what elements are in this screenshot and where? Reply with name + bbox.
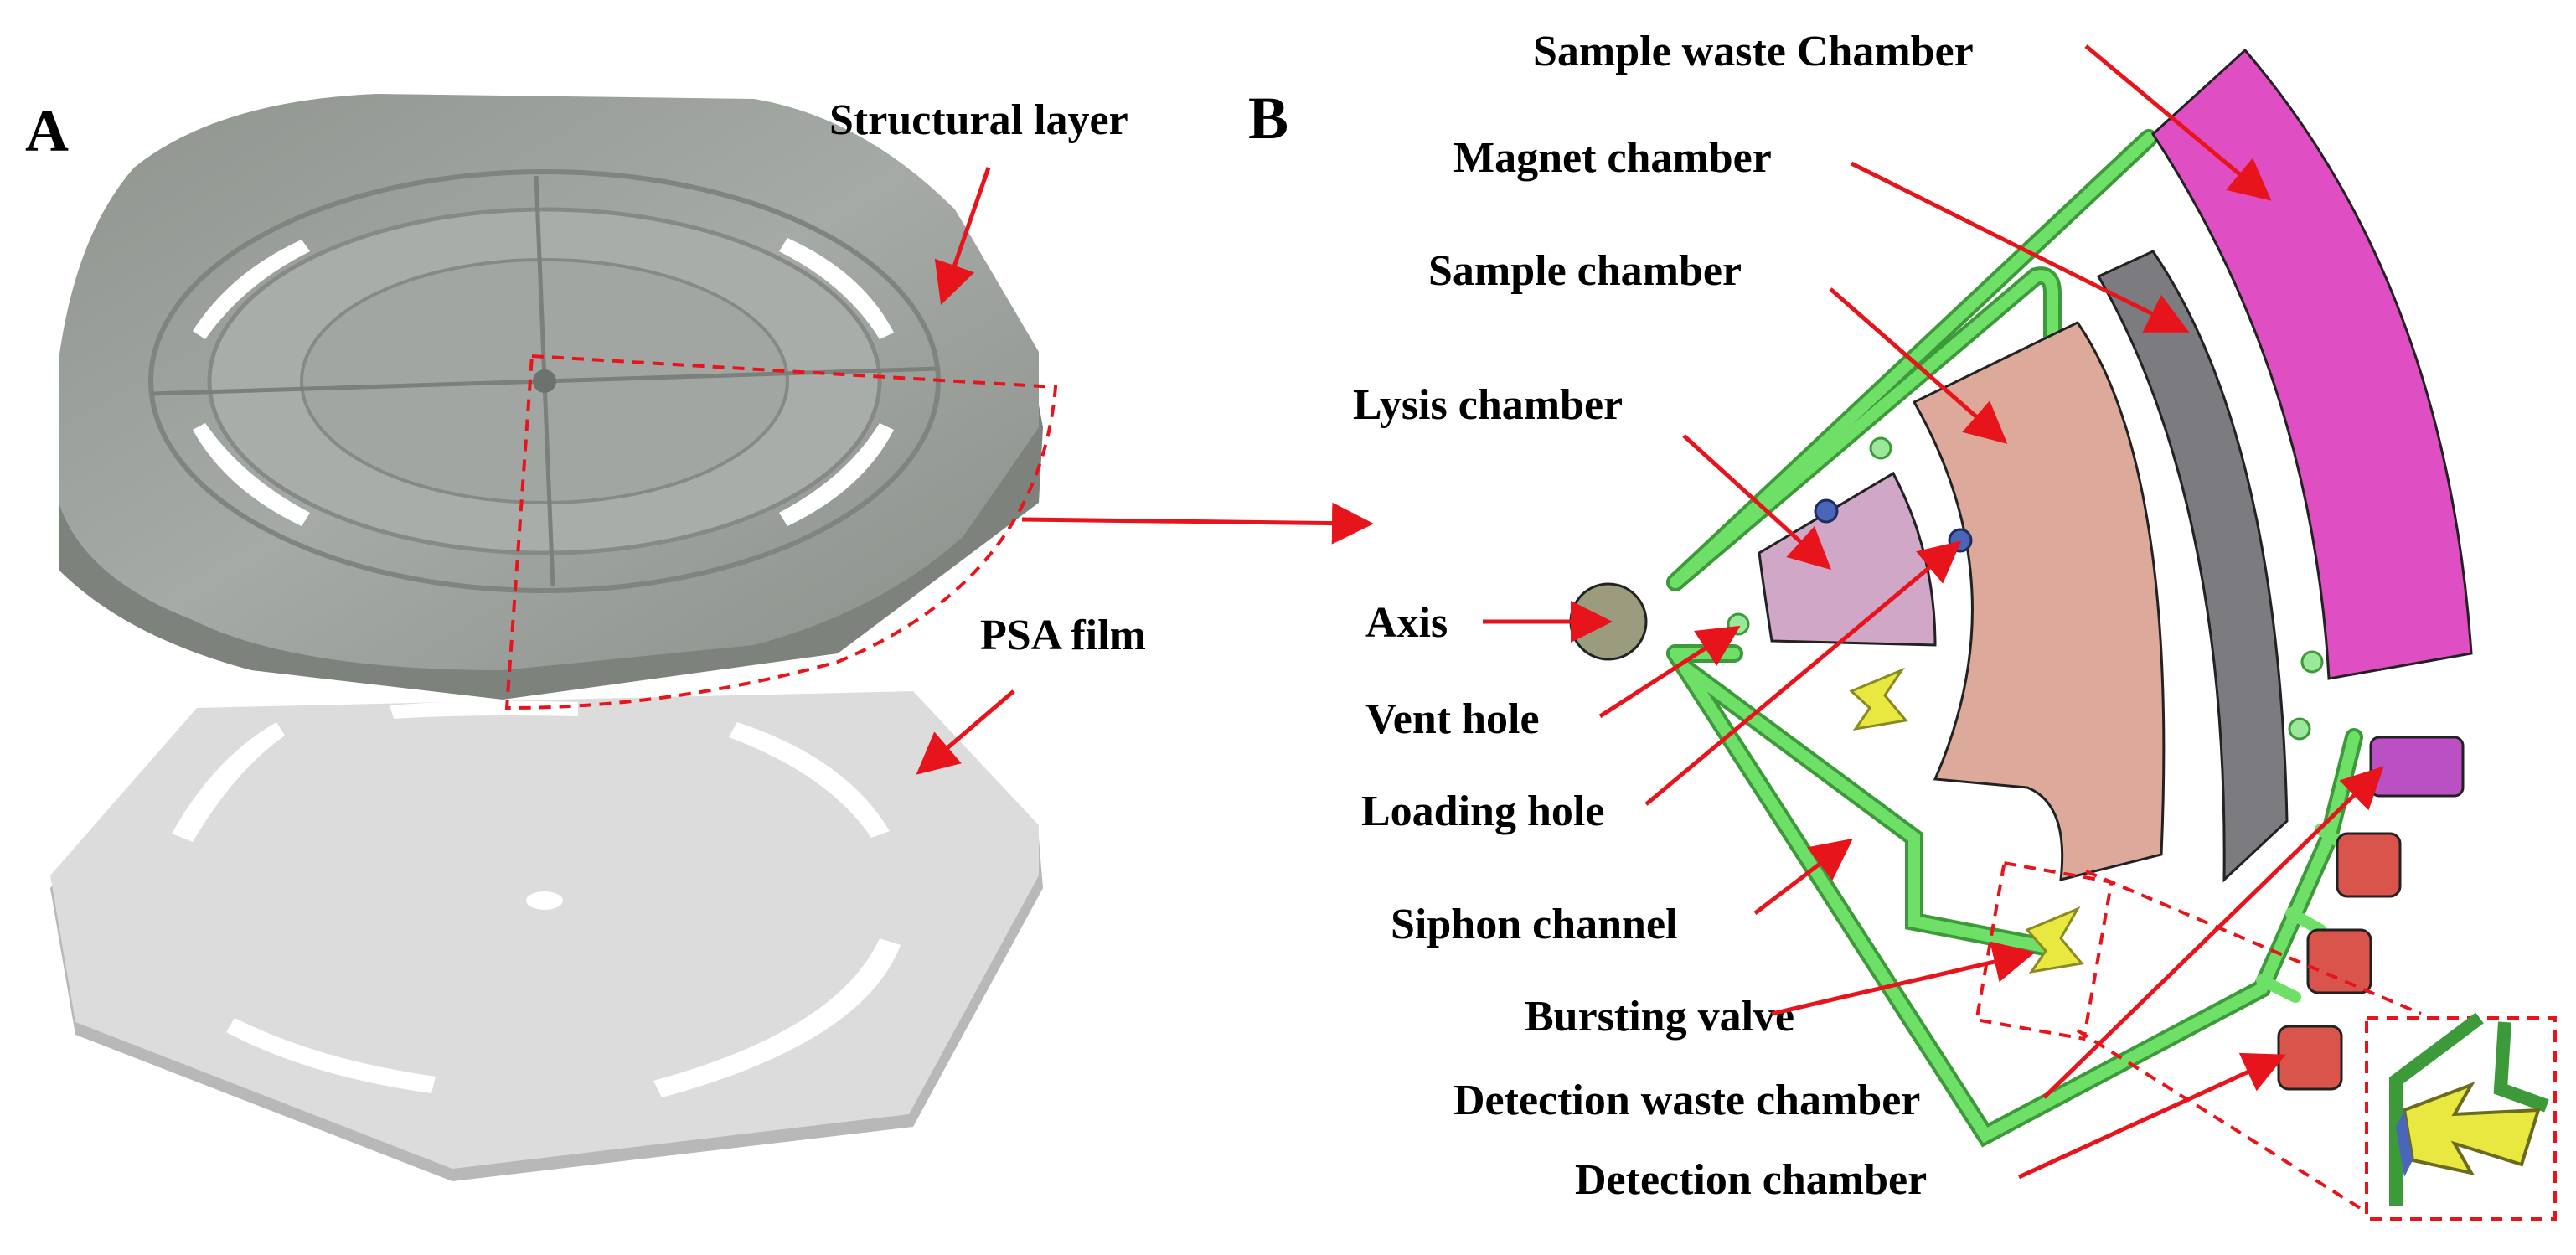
bursting-valve-1: [1849, 667, 1908, 731]
magnet-chamber: [2096, 250, 2289, 883]
vent-hole-3: [2300, 650, 2324, 674]
detection-chamber-2: [2306, 928, 2372, 994]
psa-slot-right: [729, 722, 890, 838]
psa-slot-left: [172, 722, 285, 842]
arrow-detection-chamber: [2017, 1052, 2286, 1180]
label-loading-hole: Loading hole: [1361, 788, 1604, 835]
bursting-valve-2: [2025, 906, 2084, 974]
arrow-vent-hole: [1598, 625, 1741, 719]
panel-b: B: [1248, 28, 2557, 1221]
detection-chamber-3: [2277, 1025, 2343, 1091]
arrow-sample-chamber: [1829, 287, 2008, 444]
psa-slot-br: [653, 938, 901, 1097]
sample-waste-chamber: [2151, 48, 2473, 680]
valve-zoom-line-1: [2085, 870, 2422, 1015]
valve-zoom-box-small: [1975, 860, 2114, 1041]
structural-slot-2: [779, 238, 894, 339]
label-lysis-chamber: Lysis chamber: [1353, 381, 1623, 429]
detection-chamber-1: [2336, 832, 2402, 898]
arrow-loading-hole: [1644, 540, 1962, 806]
label-detection-waste-chamber: Detection waste chamber: [1453, 1077, 1920, 1124]
arrow-siphon-channel: [1753, 838, 1853, 915]
arrow-bursting-valve: [1771, 941, 2036, 1016]
psa-film-layer: [50, 691, 1043, 1181]
structural-slot-4: [193, 423, 310, 526]
arrow-magnet-chamber: [1850, 161, 2190, 333]
channel-siphon: [1670, 648, 2360, 1144]
sample-chamber: [1912, 321, 2166, 881]
vent-hole-2: [1869, 436, 1892, 460]
structural-center: [533, 369, 556, 393]
label-psa-film: PSA film: [980, 612, 1146, 659]
valve-zoom-detail: [2389, 1012, 2549, 1206]
arrow-sample-waste-chamber: [2084, 44, 2272, 201]
channel-detection-stub-3: [2256, 974, 2301, 1003]
valve-zoom-line-2: [2076, 1029, 2372, 1216]
arrow-psa-film: [916, 689, 1015, 775]
vent-holes: [1727, 436, 2324, 741]
psa-slot-bottom: [226, 1018, 436, 1093]
highlight-sector: [504, 354, 1058, 710]
arrow-lysis-chamber: [1682, 434, 1832, 571]
loading-hole-sample: [1948, 528, 1973, 553]
psa-center-hole: [526, 891, 563, 910]
channel-magnet-line: [1670, 270, 2058, 588]
label-magnet-chamber: Magnet chamber: [1453, 134, 1772, 182]
loading-hole-lysis: [1814, 498, 1839, 524]
vent-hole-4: [2288, 717, 2311, 741]
label-structural-layer: Structural layer: [829, 96, 1128, 144]
label-detection-chamber: Detection chamber: [1575, 1156, 1927, 1204]
psa-film-top: [50, 691, 1039, 1169]
panel-b-arrows: [1483, 44, 2384, 1180]
structural-layer: [59, 94, 1043, 700]
label-siphon-channel: Siphon channel: [1391, 901, 1678, 948]
psa-film-slots: [172, 700, 901, 1097]
channel-detection-stub-2: [2285, 907, 2326, 936]
label-vent-hole: Vent hole: [1365, 695, 1540, 743]
arrow-structural-layer: [934, 167, 991, 306]
panel-letter-b: B: [1248, 85, 1288, 152]
label-sample-chamber: Sample chamber: [1428, 247, 1742, 295]
bursting-valves: [1849, 667, 2084, 974]
channel-inner-loop: [1682, 664, 2050, 953]
structural-slot-1: [193, 240, 310, 339]
structural-slots: [193, 238, 894, 526]
label-bursting-valve: Bursting valve: [1525, 993, 1794, 1041]
panel-a: A: [25, 94, 1374, 1181]
arrow-detection-waste-chamber: [2042, 766, 2384, 1099]
detection-waste-chamber: [2369, 736, 2465, 798]
psa-slot-top: [390, 700, 578, 719]
detection-chambers: [2277, 832, 2402, 1091]
structural-slot-3: [779, 423, 894, 526]
label-sample-waste-chamber: Sample waste Chamber: [1533, 28, 1974, 75]
label-axis: Axis: [1365, 599, 1448, 647]
arrow-panel-a-to-b: [1021, 502, 1374, 545]
vent-hole-1: [1727, 612, 1750, 636]
panel-letter-a: A: [25, 97, 69, 164]
